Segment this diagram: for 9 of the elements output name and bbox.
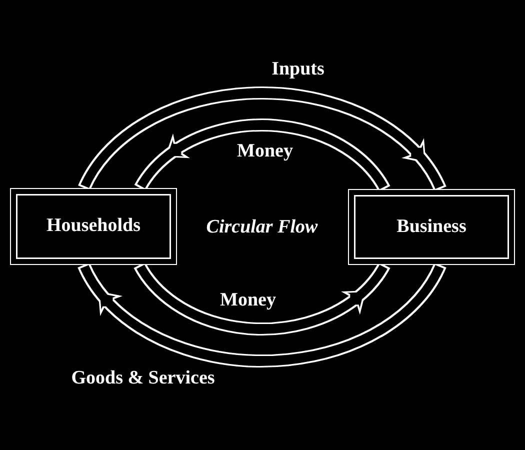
edge-label: Money <box>237 142 293 162</box>
edge-label: Money <box>220 290 276 312</box>
sector-label: Households <box>46 216 140 237</box>
process-box <box>10 188 177 265</box>
edge-label: Goods & Services <box>71 368 215 390</box>
sector-label: Business <box>396 216 466 238</box>
process-box <box>348 189 515 265</box>
diagram-label: Circular Flow <box>206 218 318 238</box>
edge-label: Inputs <box>272 60 324 80</box>
